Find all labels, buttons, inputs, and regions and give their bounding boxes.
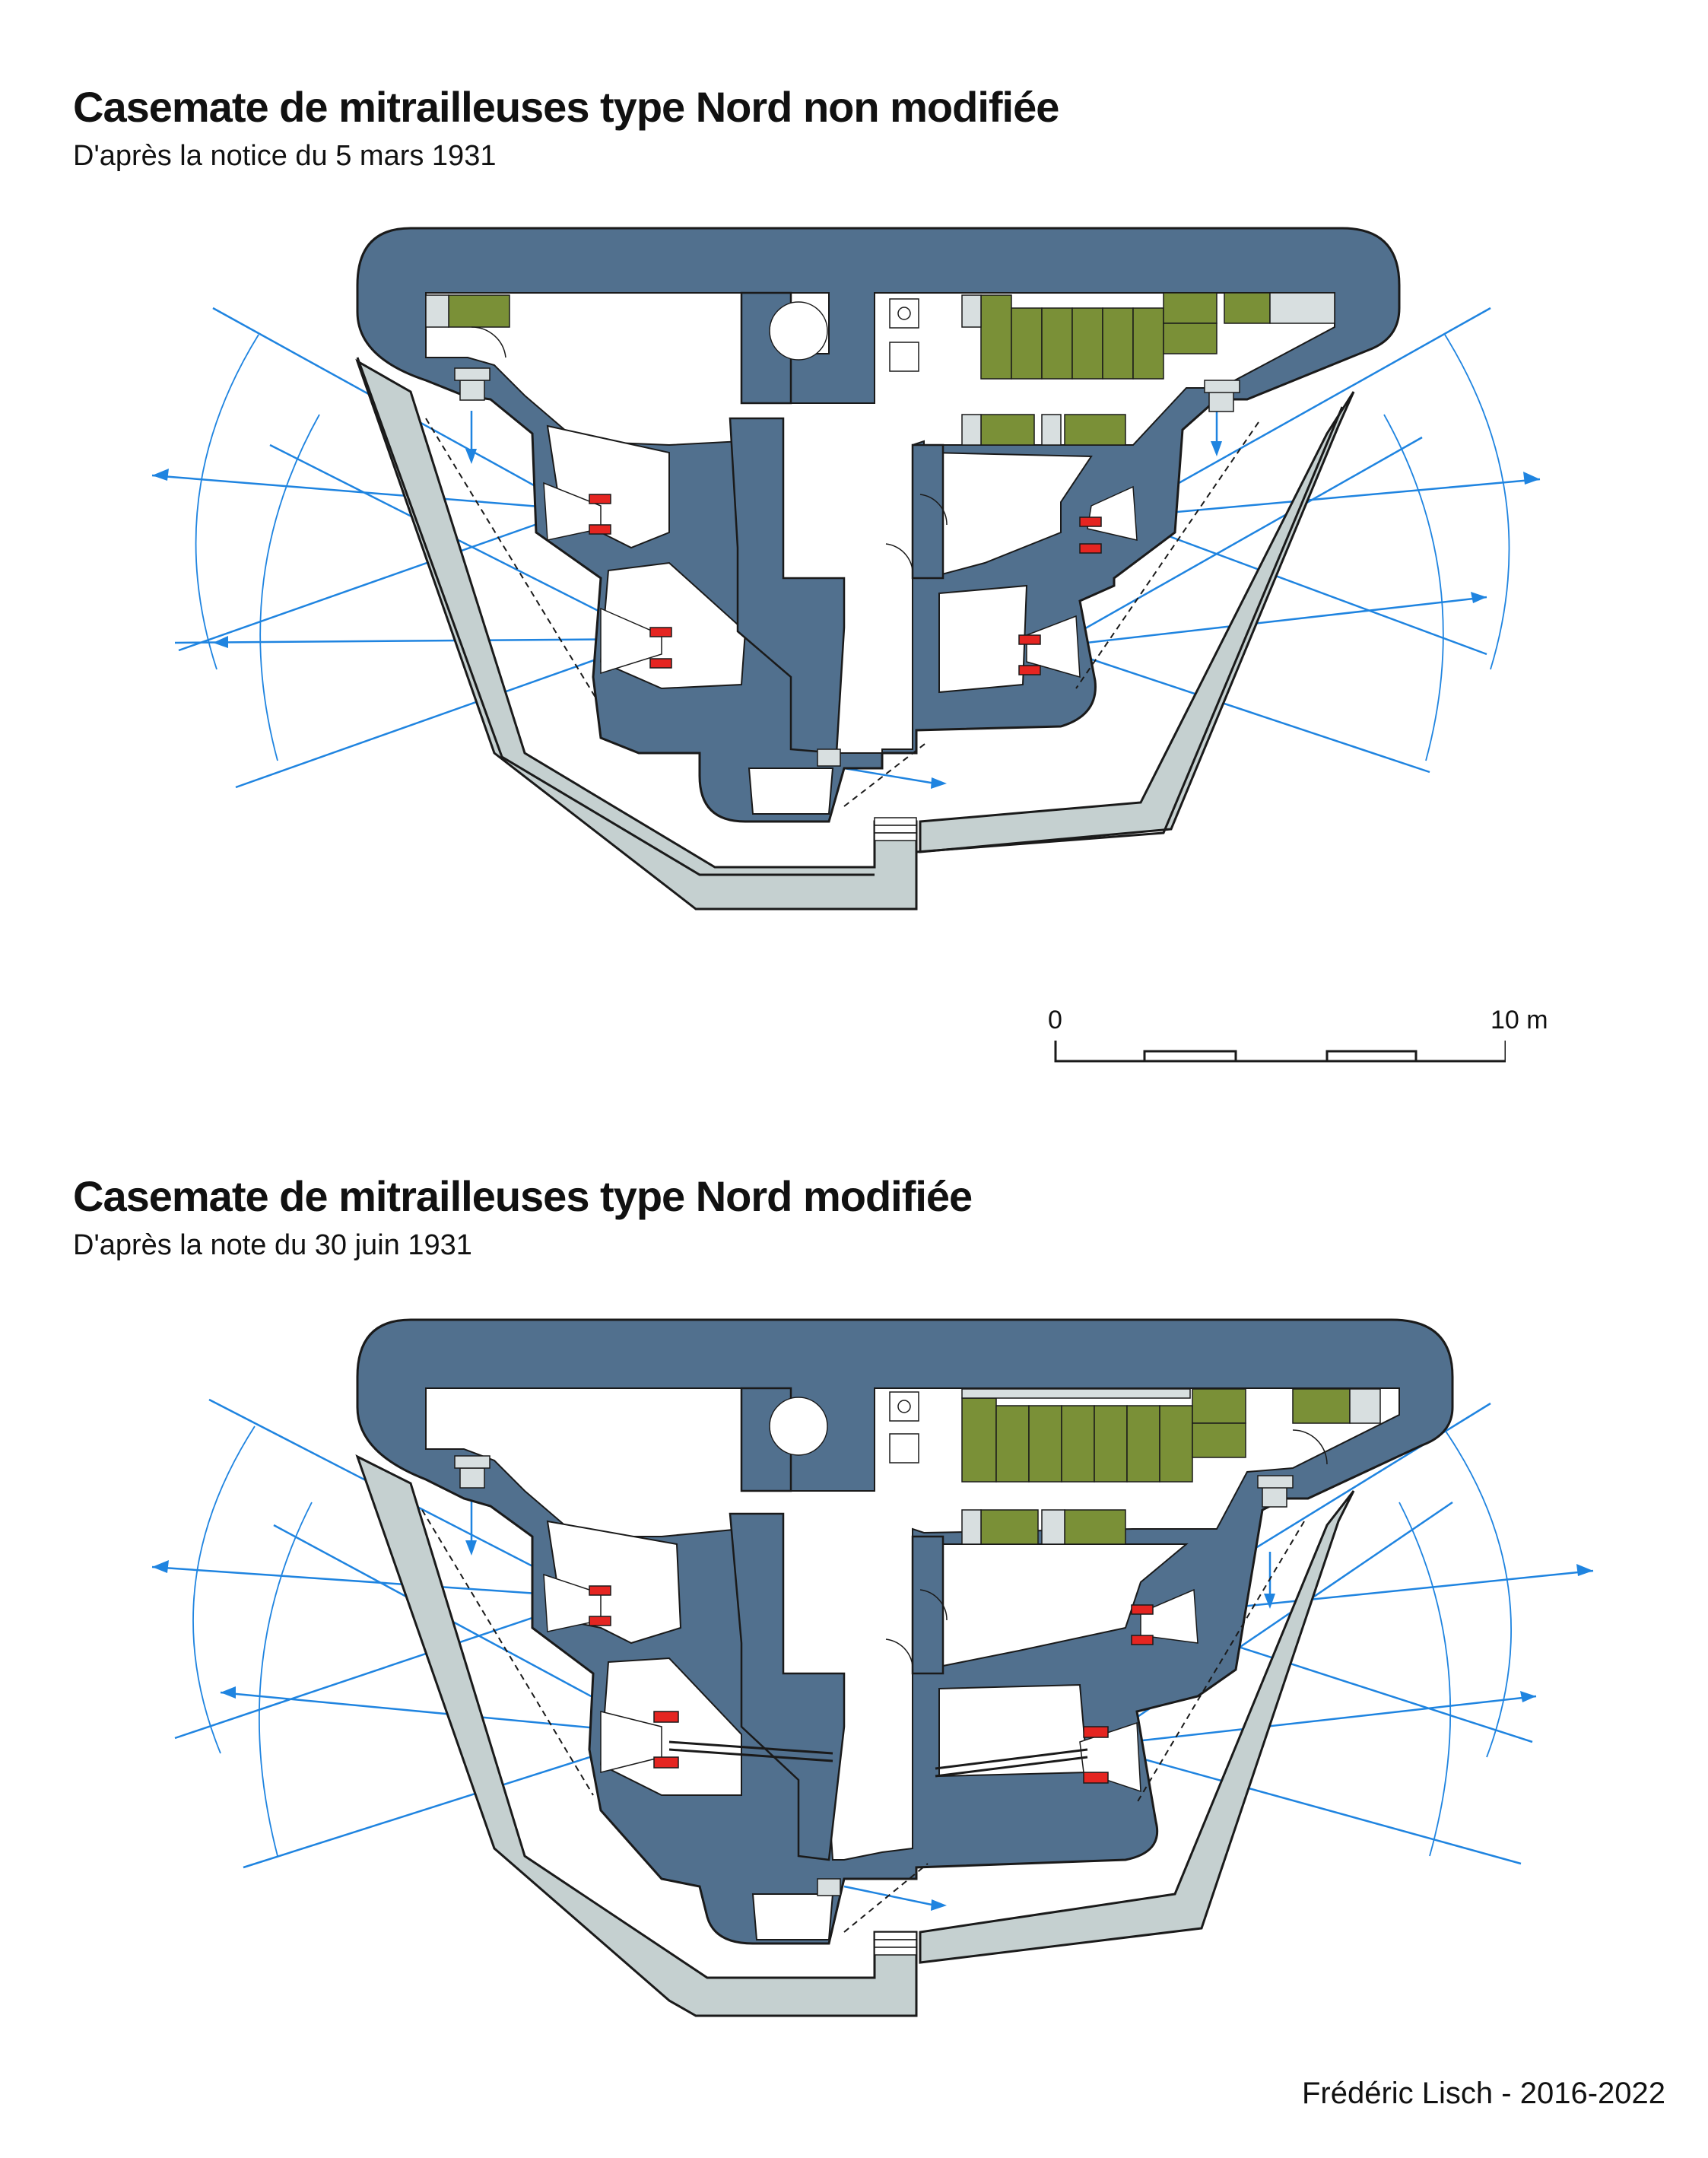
dashed-lines	[421, 1509, 1305, 1933]
bunks	[448, 292, 1271, 446]
stair-icon	[543, 1573, 1198, 1793]
arrow-icon	[152, 1540, 1593, 1911]
rail-line	[668, 1740, 1088, 1778]
plan-1-subtitle: D'après la notice du 5 mars 1931	[73, 140, 497, 172]
plan-2-title: Casemate de mitrailleuses type Nord modi…	[73, 1172, 973, 1220]
fire-sectors-plan-1	[151, 307, 1541, 789]
stair-icon	[874, 1931, 917, 1956]
embrasure-block-plan-1	[543, 481, 1138, 679]
plan-2-drawing	[151, 1318, 1594, 2017]
stair-icon	[874, 817, 917, 841]
embrasure-icon	[589, 494, 1102, 675]
embrasure-icon	[589, 1585, 1154, 1784]
scale-end-label: 10 m	[1491, 1006, 1548, 1035]
toilet-icon	[889, 298, 919, 372]
bunks	[961, 1388, 1351, 1545]
bunk-frames	[961, 1388, 1381, 1545]
bunk-frames	[425, 292, 1335, 446]
plan-1-drawing	[151, 227, 1541, 911]
scale-bar	[1054, 1041, 1506, 1063]
dashed-lines	[425, 418, 1259, 807]
periscope-icon	[454, 367, 1240, 767]
arrow-icon	[152, 441, 1540, 789]
author-credit: Frédéric Lisch - 2016-2022	[1301, 2077, 1665, 2110]
stair-icon	[543, 481, 1138, 679]
toilet-icon	[889, 1391, 919, 1464]
door-icon	[471, 301, 948, 579]
plan-1-title: Casemate de mitrailleuses type Nord non …	[73, 83, 1059, 131]
scale-start-label: 0	[1048, 1006, 1062, 1035]
door-icon	[769, 1397, 1328, 1674]
plan-2-subtitle: D'après la note du 30 juin 1931	[73, 1229, 472, 1261]
periscope-icon	[454, 1455, 1294, 1896]
